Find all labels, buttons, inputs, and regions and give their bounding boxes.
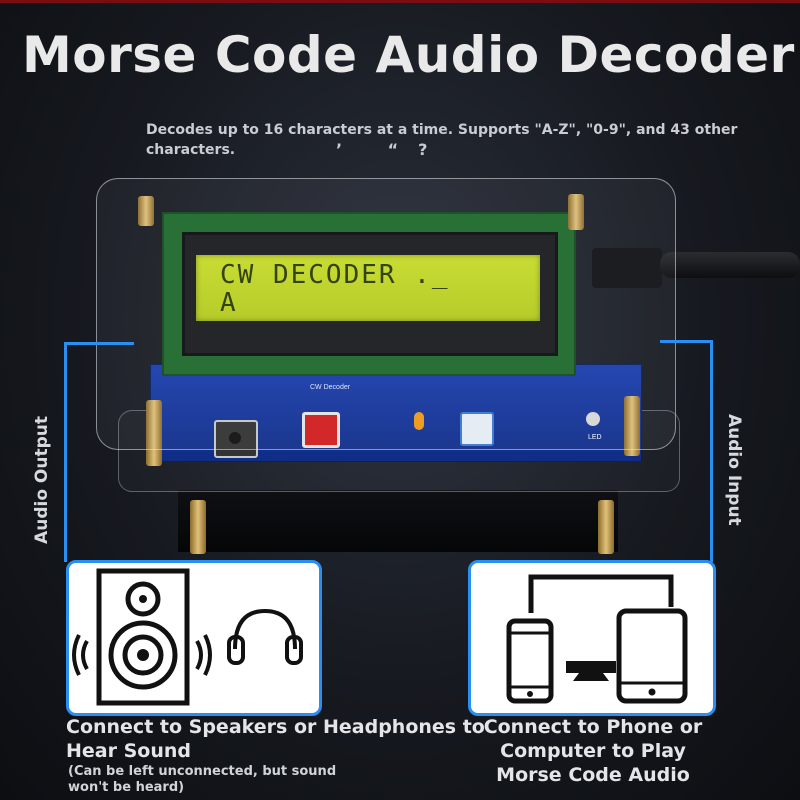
- input-connector-line: [710, 340, 713, 562]
- led-indicator: [586, 412, 600, 426]
- audio-output-note: (Can be left unconnected, but sound won'…: [68, 764, 337, 795]
- led-label: LED: [588, 434, 602, 441]
- standoff-leg-right: [598, 500, 614, 554]
- subtitle-marks: ’ “?: [336, 140, 448, 159]
- output-connector-stub: [64, 342, 134, 345]
- speaker-icon: [72, 568, 212, 706]
- lcd-line-1: CW DECODER ._: [220, 260, 450, 290]
- subtitle: Decodes up to 16 characters at a time. S…: [146, 120, 776, 160]
- audio-cable: [660, 252, 800, 278]
- pcb-label: CW Decoder: [310, 384, 351, 391]
- audio-output-label: Audio Output: [32, 416, 52, 544]
- audio-output-caption: Connect to Speakers or Headphones to Hea…: [66, 716, 485, 762]
- subtitle-text: Decodes up to 16 characters at a time. S…: [146, 122, 738, 158]
- potentiometer: [460, 412, 494, 446]
- reset-button: [214, 420, 258, 458]
- top-accent-bar: [0, 0, 800, 3]
- page-title: Morse Code Audio Decoder: [22, 26, 795, 84]
- standoff-leg-left: [190, 500, 206, 554]
- lcd-screen: [196, 255, 540, 321]
- audio-input-jack: [592, 248, 662, 288]
- headphones-icon: [227, 608, 303, 665]
- lcd-line-2: A: [220, 288, 238, 318]
- audio-input-card: [468, 560, 716, 716]
- output-connector-line: [64, 342, 67, 562]
- capacitor: [414, 412, 424, 430]
- audio-input-label: Audio Input: [724, 414, 744, 526]
- standoff-top-left: [138, 196, 154, 226]
- phone-icon: [506, 618, 554, 704]
- computer-icon: [528, 574, 674, 681]
- tablet-icon: [616, 608, 688, 704]
- acrylic-top-plate: [96, 178, 676, 450]
- audio-input-caption: Connect to Phone or Computer to Play Mor…: [483, 716, 703, 786]
- mode-button: [302, 412, 340, 448]
- input-connector-stub: [660, 340, 713, 343]
- standoff-top-right: [568, 194, 584, 230]
- audio-output-card: [66, 560, 322, 716]
- standoff-bottom-right: [624, 396, 640, 456]
- device-stand: [178, 490, 618, 552]
